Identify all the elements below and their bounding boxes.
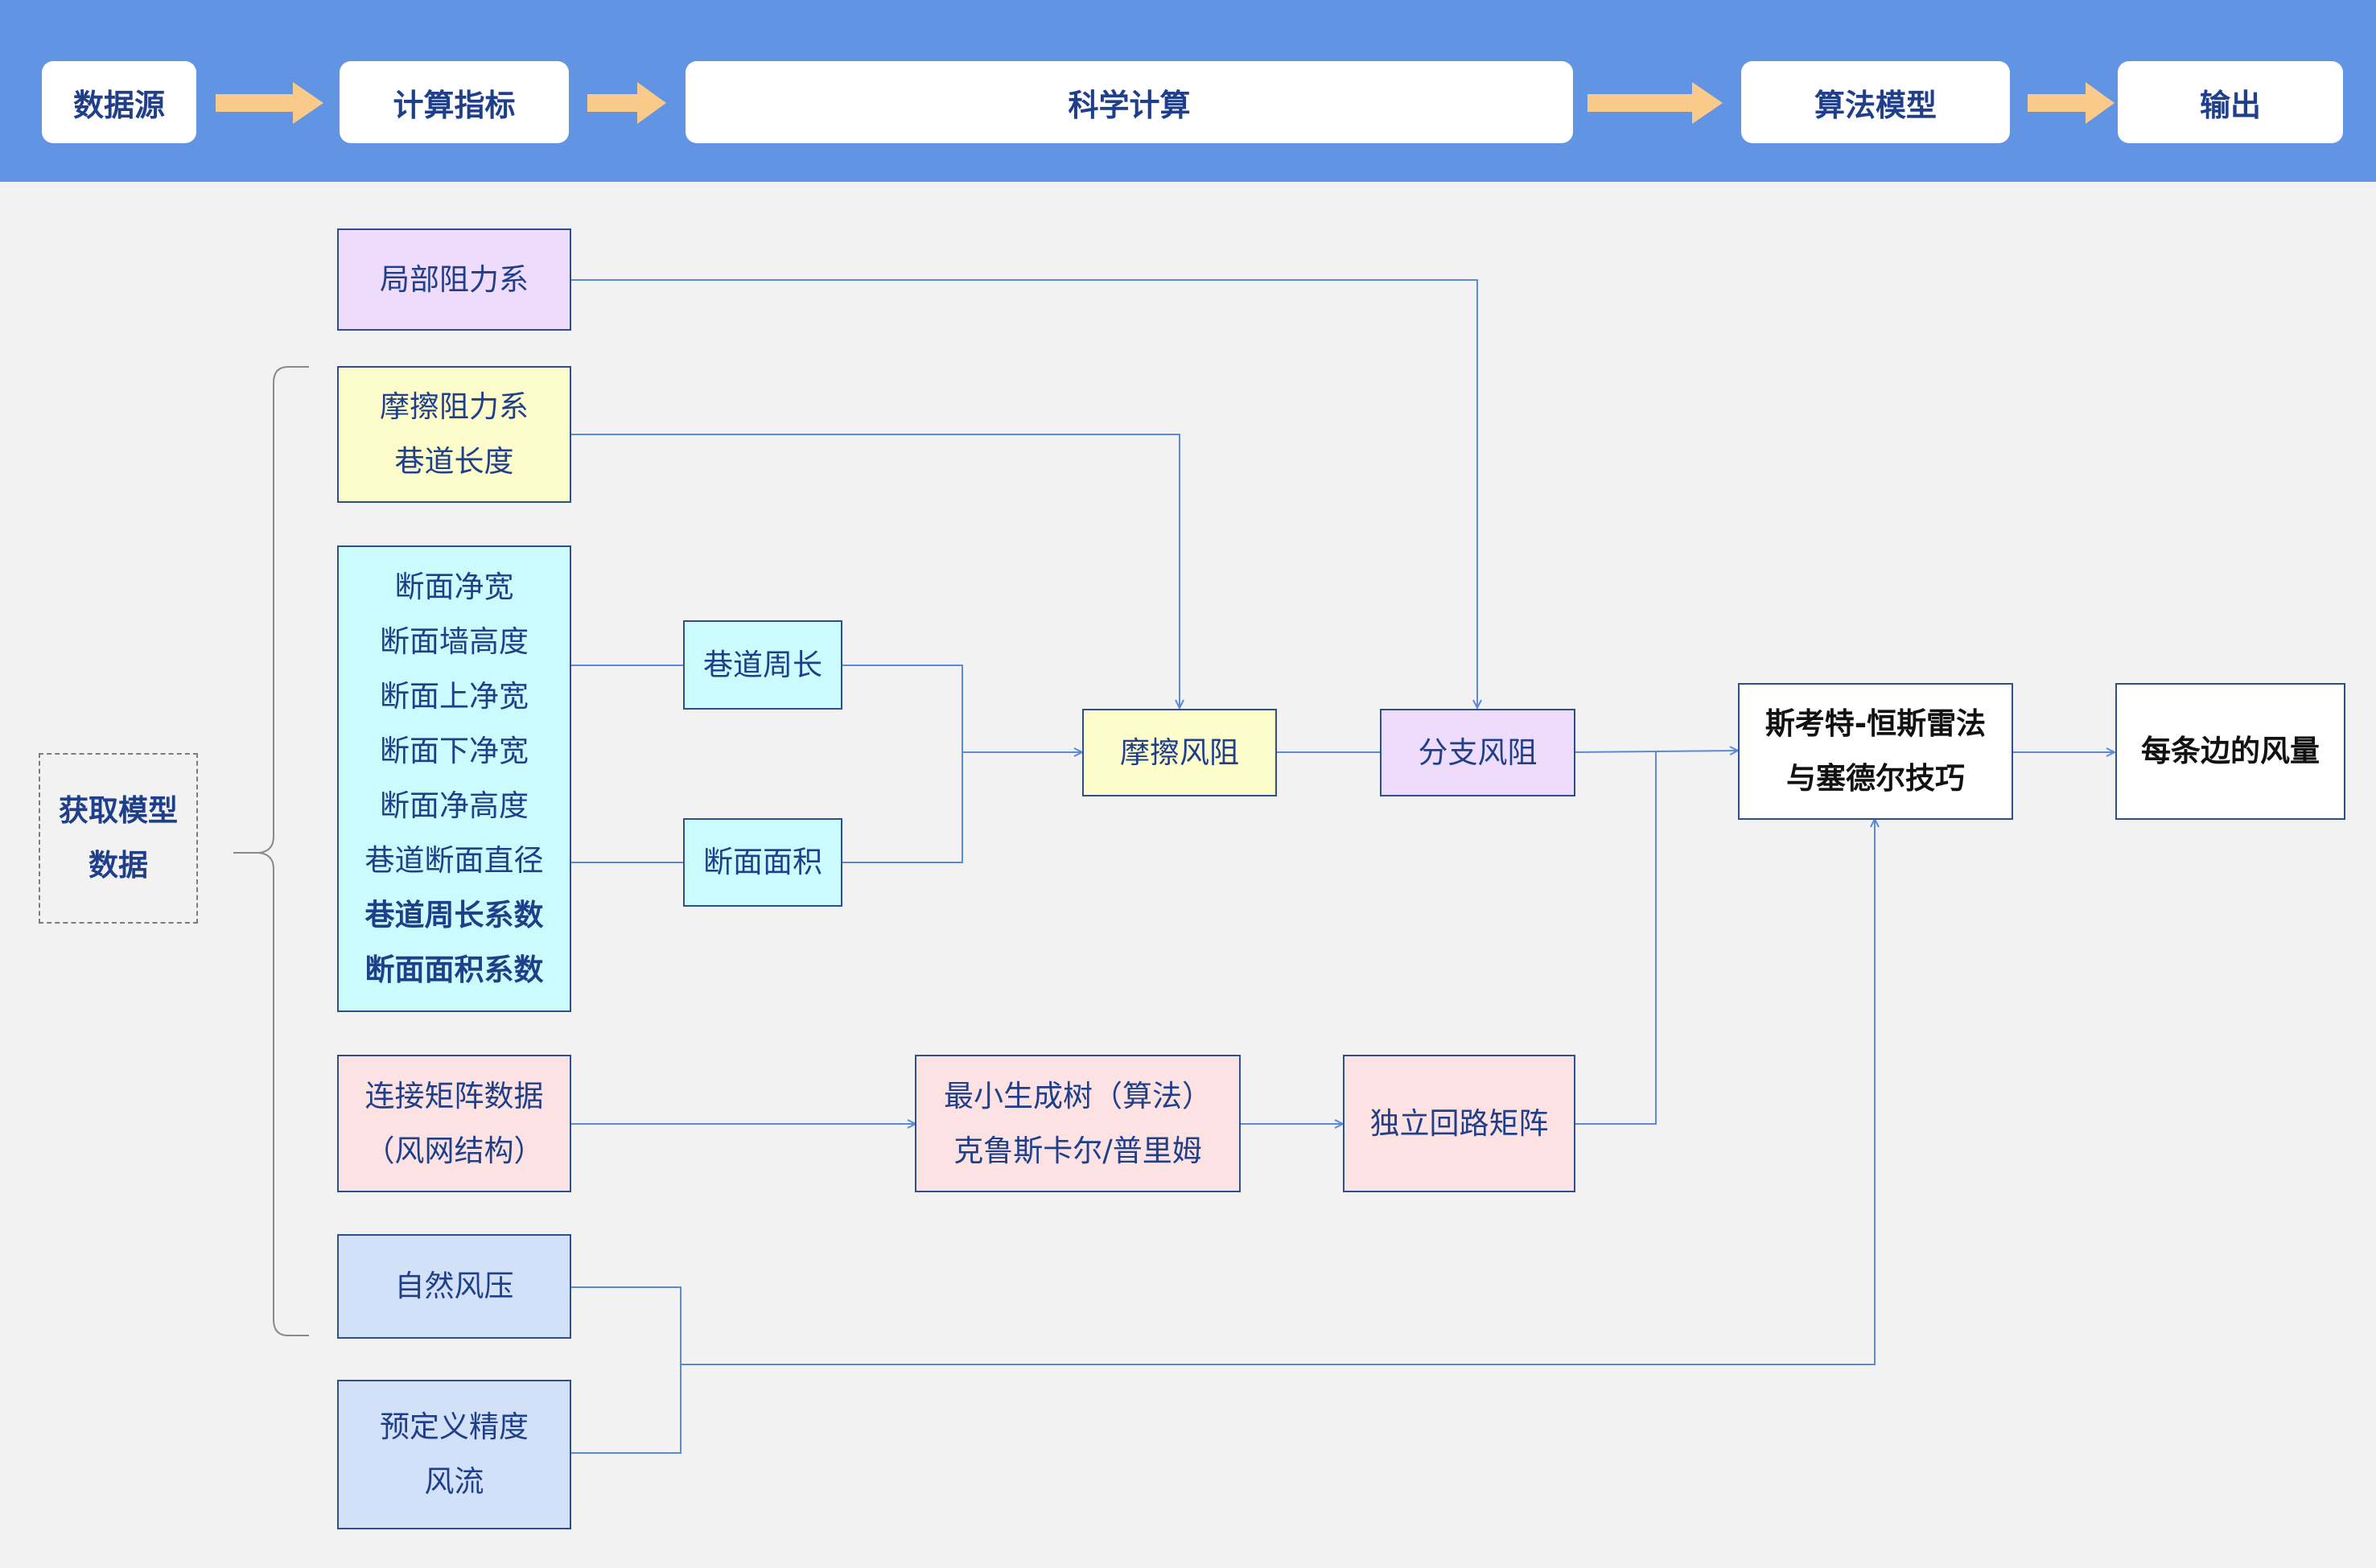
stage-algorithm-model: 算法模型 xyxy=(1741,61,2010,143)
node-algorithm: 斯考特-恒斯雷法 与塞德尔技巧 xyxy=(1738,683,2013,820)
stage-label: 数据源 xyxy=(72,87,165,123)
node-output: 每条边的风量 xyxy=(2115,683,2345,820)
node-area: 断面面积 xyxy=(683,818,842,907)
node-label: 分支风阻 xyxy=(1418,735,1538,770)
input-line: 巷道长度 xyxy=(394,444,514,479)
input-precision: 预定义精度 风流 xyxy=(337,1380,571,1529)
input-line: 巷道断面直径 xyxy=(364,843,544,878)
node-label: 巷道周长 xyxy=(703,647,822,682)
input-line: 巷道周长系数 xyxy=(364,898,544,932)
stage-data-source: 数据源 xyxy=(42,61,196,143)
stage-arrow-icon xyxy=(1587,82,1723,124)
input-line: 断面下净宽 xyxy=(380,734,529,768)
node-friction-resistance: 摩擦风阻 xyxy=(1082,709,1277,796)
input-line: 断面墙高度 xyxy=(380,624,529,659)
input-line: 连接矩阵数据 xyxy=(364,1078,544,1113)
input-line: 断面净高度 xyxy=(380,788,529,823)
stage-arrow-icon xyxy=(216,82,323,124)
left-label-box: 获取模型 数据 xyxy=(39,753,198,924)
input-connection-matrix: 连接矩阵数据 （风网结构） xyxy=(337,1055,571,1192)
input-line: 断面面积系数 xyxy=(364,953,544,987)
stage-label: 算法模型 xyxy=(1814,87,1937,123)
node-perimeter: 巷道周长 xyxy=(683,620,842,710)
connector-loop-to-algorithm xyxy=(1574,751,1657,1125)
node-label: 摩擦风阻 xyxy=(1120,735,1239,770)
input-line: 断面上净宽 xyxy=(380,679,529,714)
connector-friction-to-resistance xyxy=(570,434,1180,708)
input-natural-pressure: 自然风压 xyxy=(337,1234,571,1339)
input-local-resistance: 局部阻力系 xyxy=(337,228,571,331)
node-label: 斯考特-恒斯雷法 xyxy=(1764,706,1987,741)
input-section: 断面净宽 断面墙高度 断面上净宽 断面下净宽 断面净高度 巷道断面直径 巷道周长… xyxy=(337,545,571,1012)
input-friction: 摩擦阻力系 巷道长度 xyxy=(337,366,571,503)
input-line: 预定义精度 xyxy=(380,1410,529,1444)
connector-bottom-merge xyxy=(570,1286,682,1454)
input-line: （风网结构） xyxy=(364,1133,544,1168)
input-line: 自然风压 xyxy=(394,1269,514,1303)
node-minimum-spanning-tree: 最小生成树（算法） 克鲁斯卡尔/普里姆 xyxy=(915,1055,1241,1192)
left-label-line: 获取模型 xyxy=(59,793,178,828)
left-label-line: 数据 xyxy=(89,848,148,883)
stage-label: 科学计算 xyxy=(1068,87,1191,123)
node-label: 每条边的风量 xyxy=(2141,734,2320,768)
stage-metrics: 计算指标 xyxy=(340,61,569,143)
node-label: 独立回路矩阵 xyxy=(1369,1105,1549,1141)
connector-bottom-to-algorithm xyxy=(681,819,1875,1365)
node-label: 断面面积 xyxy=(703,845,822,879)
input-line: 摩擦阻力系 xyxy=(380,389,529,424)
brace-line xyxy=(233,366,309,1336)
node-label: 最小生成树（算法） xyxy=(944,1078,1212,1113)
input-line: 断面净宽 xyxy=(394,570,514,604)
connector-local-to-branch xyxy=(570,279,1477,708)
stage-label: 输出 xyxy=(2199,87,2261,123)
node-branch-resistance: 分支风阻 xyxy=(1380,709,1575,796)
input-line: 局部阻力系 xyxy=(380,261,529,297)
node-loop-matrix: 独立回路矩阵 xyxy=(1343,1055,1575,1192)
stage-arrow-icon xyxy=(587,82,666,124)
node-label: 与塞德尔技巧 xyxy=(1786,761,1965,796)
stage-arrow-icon xyxy=(2028,82,2115,124)
connector-merge xyxy=(842,665,963,863)
input-line: 风流 xyxy=(424,1464,484,1499)
stage-scientific-computing: 科学计算 xyxy=(686,61,1573,143)
stage-output: 输出 xyxy=(2118,61,2343,143)
stage-label: 计算指标 xyxy=(393,87,516,123)
node-label: 克鲁斯卡尔/普里姆 xyxy=(953,1133,1202,1168)
